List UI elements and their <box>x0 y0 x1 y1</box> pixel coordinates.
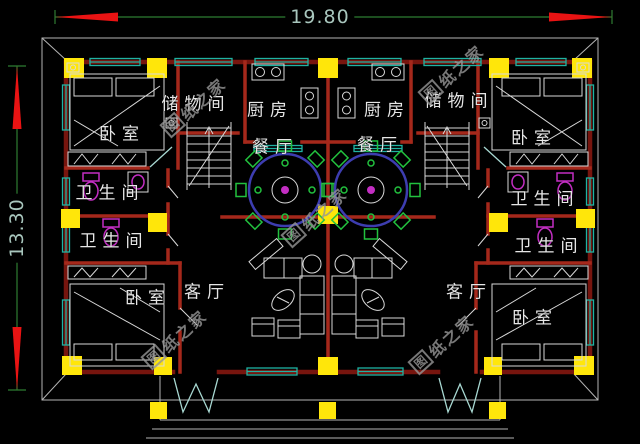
dim-arrow-down <box>12 327 22 390</box>
bed-bottom-right <box>491 265 589 367</box>
entry-door-right <box>438 377 482 414</box>
label-storage-left: 储物间 <box>161 94 231 115</box>
toilet <box>102 218 120 228</box>
tv-cabinet <box>372 237 408 271</box>
label-living-right: 客厅 <box>446 282 492 303</box>
doors <box>149 146 507 414</box>
bed-bottom-left <box>67 265 165 367</box>
stove-left <box>300 87 319 119</box>
bed-top-right <box>478 62 590 167</box>
basin <box>127 171 149 193</box>
dim-arrow-up <box>12 66 22 129</box>
column-marker <box>150 402 167 419</box>
label-dining-right: 餐厅 <box>357 135 403 156</box>
toilet <box>536 218 554 228</box>
column-marker <box>61 209 80 228</box>
label-bedroom-top-left: 卧室 <box>99 124 145 145</box>
porch-steps <box>146 376 514 439</box>
label-bathroom-right-lower: 卫生间 <box>514 236 584 257</box>
stairs-left <box>186 122 232 190</box>
label-dining-left: 餐厅 <box>252 137 298 158</box>
dim-arrow-right <box>549 12 612 22</box>
tv-cabinet <box>248 237 284 271</box>
label-kitchen-left: 厨房 <box>247 100 293 121</box>
label-bedroom-top-right: 卧室 <box>511 128 557 149</box>
label-bathroom-right-upper: 卫生间 <box>510 189 580 210</box>
toilet <box>82 172 100 182</box>
label-kitchen-right: 厨房 <box>364 100 410 121</box>
entry-door-left <box>173 377 219 414</box>
label-living-left: 客厅 <box>184 282 230 303</box>
column-marker <box>148 213 167 232</box>
sofa-set-left <box>248 237 325 339</box>
column-marker <box>576 209 595 228</box>
basin <box>507 171 529 193</box>
column-marker <box>318 357 338 375</box>
label-storage-right: 储物间 <box>424 91 494 112</box>
dining-set-left <box>235 140 335 240</box>
column-marker <box>489 58 509 78</box>
toilet <box>556 172 574 182</box>
label-bedroom-bottom-left: 卧室 <box>125 288 171 309</box>
column-marker <box>489 213 508 232</box>
bed-top-left <box>66 62 178 167</box>
sofa-set-right <box>331 237 408 339</box>
label-bathroom-left-lower: 卫生间 <box>79 231 149 252</box>
dining-set-right <box>321 140 421 240</box>
eave-outline <box>41 37 599 401</box>
label-bathroom-left-upper: 卫生间 <box>75 183 145 204</box>
dim-arrow-left <box>55 12 118 22</box>
column-marker <box>489 402 506 419</box>
dim-height-label: 13.30 <box>6 193 28 263</box>
column-marker <box>318 58 338 78</box>
sink-right <box>371 63 405 81</box>
kitchen-fixtures <box>251 63 405 119</box>
label-bedroom-bottom-right: 卧室 <box>512 308 558 329</box>
column-marker <box>319 402 336 419</box>
bathroom-fixtures <box>82 171 574 247</box>
sink-left <box>251 63 285 81</box>
dim-width-label: 19.80 <box>285 6 355 28</box>
stairs-right <box>424 122 470 190</box>
stove-right <box>337 87 356 119</box>
column-marker <box>147 58 167 78</box>
